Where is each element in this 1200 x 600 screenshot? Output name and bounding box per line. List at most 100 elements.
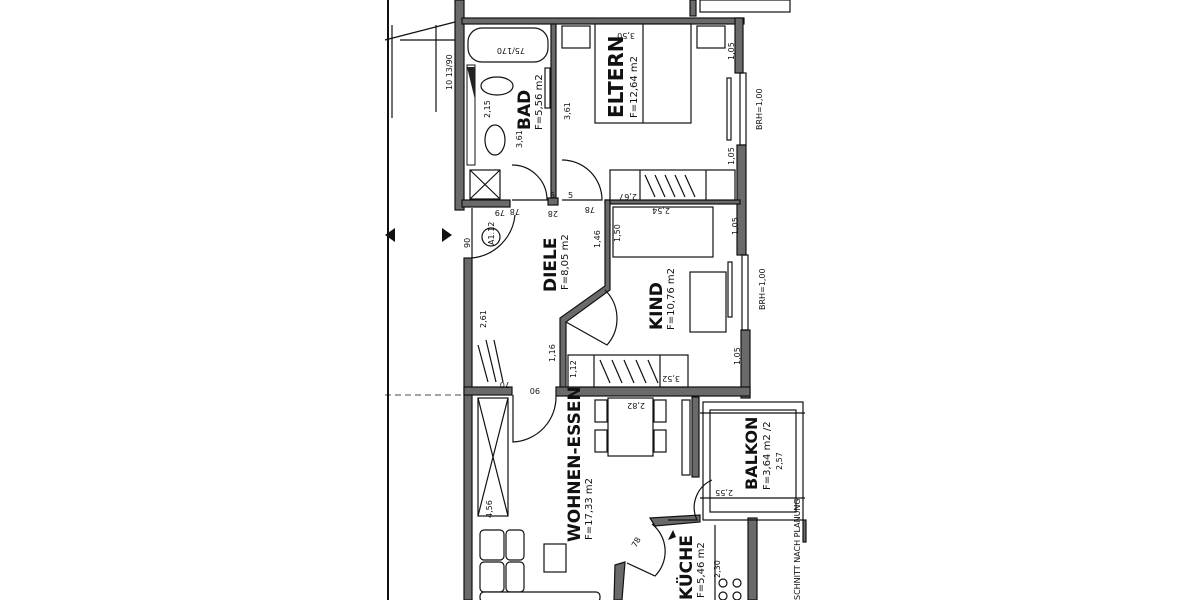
dim-label: 90 [463, 238, 472, 248]
wall-exterior-left-lower [463, 257, 473, 600]
dim-label: 1,05 [733, 347, 742, 365]
dim-label: 1,05 [727, 147, 736, 165]
room-wohnen-essen-label: WOHNEN-ESSEN [565, 386, 585, 542]
dim-label: 2,82 [627, 401, 645, 410]
room-diele-label: DIELE [541, 238, 561, 293]
dim-label: 5 [550, 191, 555, 200]
chair [594, 429, 608, 453]
neighbour-unit [699, 0, 791, 13]
left-dimension-chain [384, 21, 456, 118]
bath-shaft [466, 64, 476, 166]
dim-label: 1,05 [731, 217, 740, 235]
dim-label: 1,16 [548, 344, 557, 362]
dim-label: 1,46 [593, 230, 602, 248]
stove-burner [718, 578, 728, 588]
dim-label: 1,05 [727, 42, 736, 60]
dim-label: 28 [548, 209, 558, 218]
room-kueche-area: F=5,46 m2 [696, 542, 707, 598]
room-balkon-label: BALKON [742, 417, 761, 490]
stove-burner [732, 578, 742, 588]
dim-label: 3,61 [515, 130, 524, 148]
dim-label: 78 [630, 536, 643, 549]
dim-label: 78 [510, 207, 520, 216]
dim-label: 3,52 [662, 374, 680, 383]
dim-label: 90 [530, 386, 540, 395]
stove-burner [718, 591, 728, 600]
sink [484, 124, 506, 156]
wardrobe-kind [567, 354, 689, 388]
door-entrance[interactable] [471, 208, 516, 259]
dim-label: 79 [495, 208, 505, 217]
room-kueche-label: KÜCHE [675, 535, 697, 600]
door-bad[interactable] [511, 164, 548, 201]
wall-kind-wohnen [555, 386, 751, 397]
door-kind[interactable] [565, 289, 618, 346]
coat-rack [477, 339, 504, 383]
dim-label: 1,50 [613, 224, 622, 242]
wall-kueche-right [747, 517, 758, 600]
entry-tag: A1.12 [487, 222, 496, 245]
dim-label: 2,54 [652, 206, 670, 215]
room-eltern-area: F=12,64 m2 [629, 56, 640, 118]
wardrobe-eltern [609, 169, 736, 201]
wall-neighbour [689, 0, 697, 17]
room-bad-label: BAD [515, 90, 535, 130]
chair [653, 399, 667, 423]
dim-label: 5 [568, 191, 573, 200]
dim-label: BRH=1,00 [758, 268, 767, 310]
arrow-icon [668, 530, 676, 540]
section-marker-icon [442, 228, 452, 242]
room-wohnen-essen-area: F=17,33 m2 [584, 478, 595, 540]
radiator-wohnen [681, 399, 691, 476]
door-wohnen[interactable] [512, 395, 557, 443]
dim-label: 1,12 [569, 360, 578, 378]
door-eltern[interactable] [561, 159, 603, 201]
nightstand [561, 25, 591, 49]
coffee-table [543, 543, 567, 573]
wall-wohnen-right [691, 396, 700, 478]
door-kueche[interactable] [626, 523, 666, 577]
window-eltern [739, 72, 747, 146]
door-balkon[interactable] [668, 479, 713, 521]
balkon-outline [702, 401, 804, 521]
dim-label: 70 [500, 380, 510, 389]
wall-bad-eltern [550, 23, 557, 203]
dining-table [607, 397, 654, 457]
chair [594, 399, 608, 423]
wall-exterior-left-upper [454, 0, 465, 211]
wall-stub [547, 197, 559, 206]
room-eltern-label: ELTERN [604, 35, 628, 118]
dim-label: 2,30 [713, 560, 722, 578]
dim-note: SCHNITT NACH PLANUNG [793, 498, 802, 600]
radiator-eltern [726, 77, 732, 141]
room-kind-label: KIND [647, 282, 667, 330]
entry-tag-circle [481, 227, 501, 247]
sofa [479, 529, 601, 600]
dim-label: 75/170 [497, 46, 525, 55]
nightstand [696, 25, 726, 49]
dim-label: 2,61 [479, 310, 488, 328]
dim-label: 4,56 [485, 500, 494, 518]
dim-label: 2,57 [775, 452, 784, 470]
dim-left: 10 13/90 [445, 54, 454, 90]
dim-label: 78 [585, 205, 595, 214]
wall-top [461, 17, 745, 25]
balkon-inner [709, 409, 797, 513]
wall-bad-bottom [461, 199, 511, 208]
wall-diele-bottom [463, 386, 513, 396]
dim-label: 3,61 [563, 102, 572, 120]
toilet [480, 76, 514, 96]
room-diele-area: F=8,05 m2 [560, 234, 571, 290]
stove-burner [732, 591, 742, 600]
dim-label: 2,15 [483, 100, 492, 118]
wall-balkon-edge [802, 519, 807, 543]
single-bed [612, 206, 714, 258]
room-bad-area: F=5,56 m2 [534, 74, 545, 130]
wall-kueche-left [613, 561, 626, 600]
desk [689, 271, 727, 333]
chair [653, 429, 667, 453]
dim-label: BRH=1,00 [755, 88, 764, 130]
window-kind [741, 254, 749, 331]
section-marker-icon [385, 228, 395, 242]
